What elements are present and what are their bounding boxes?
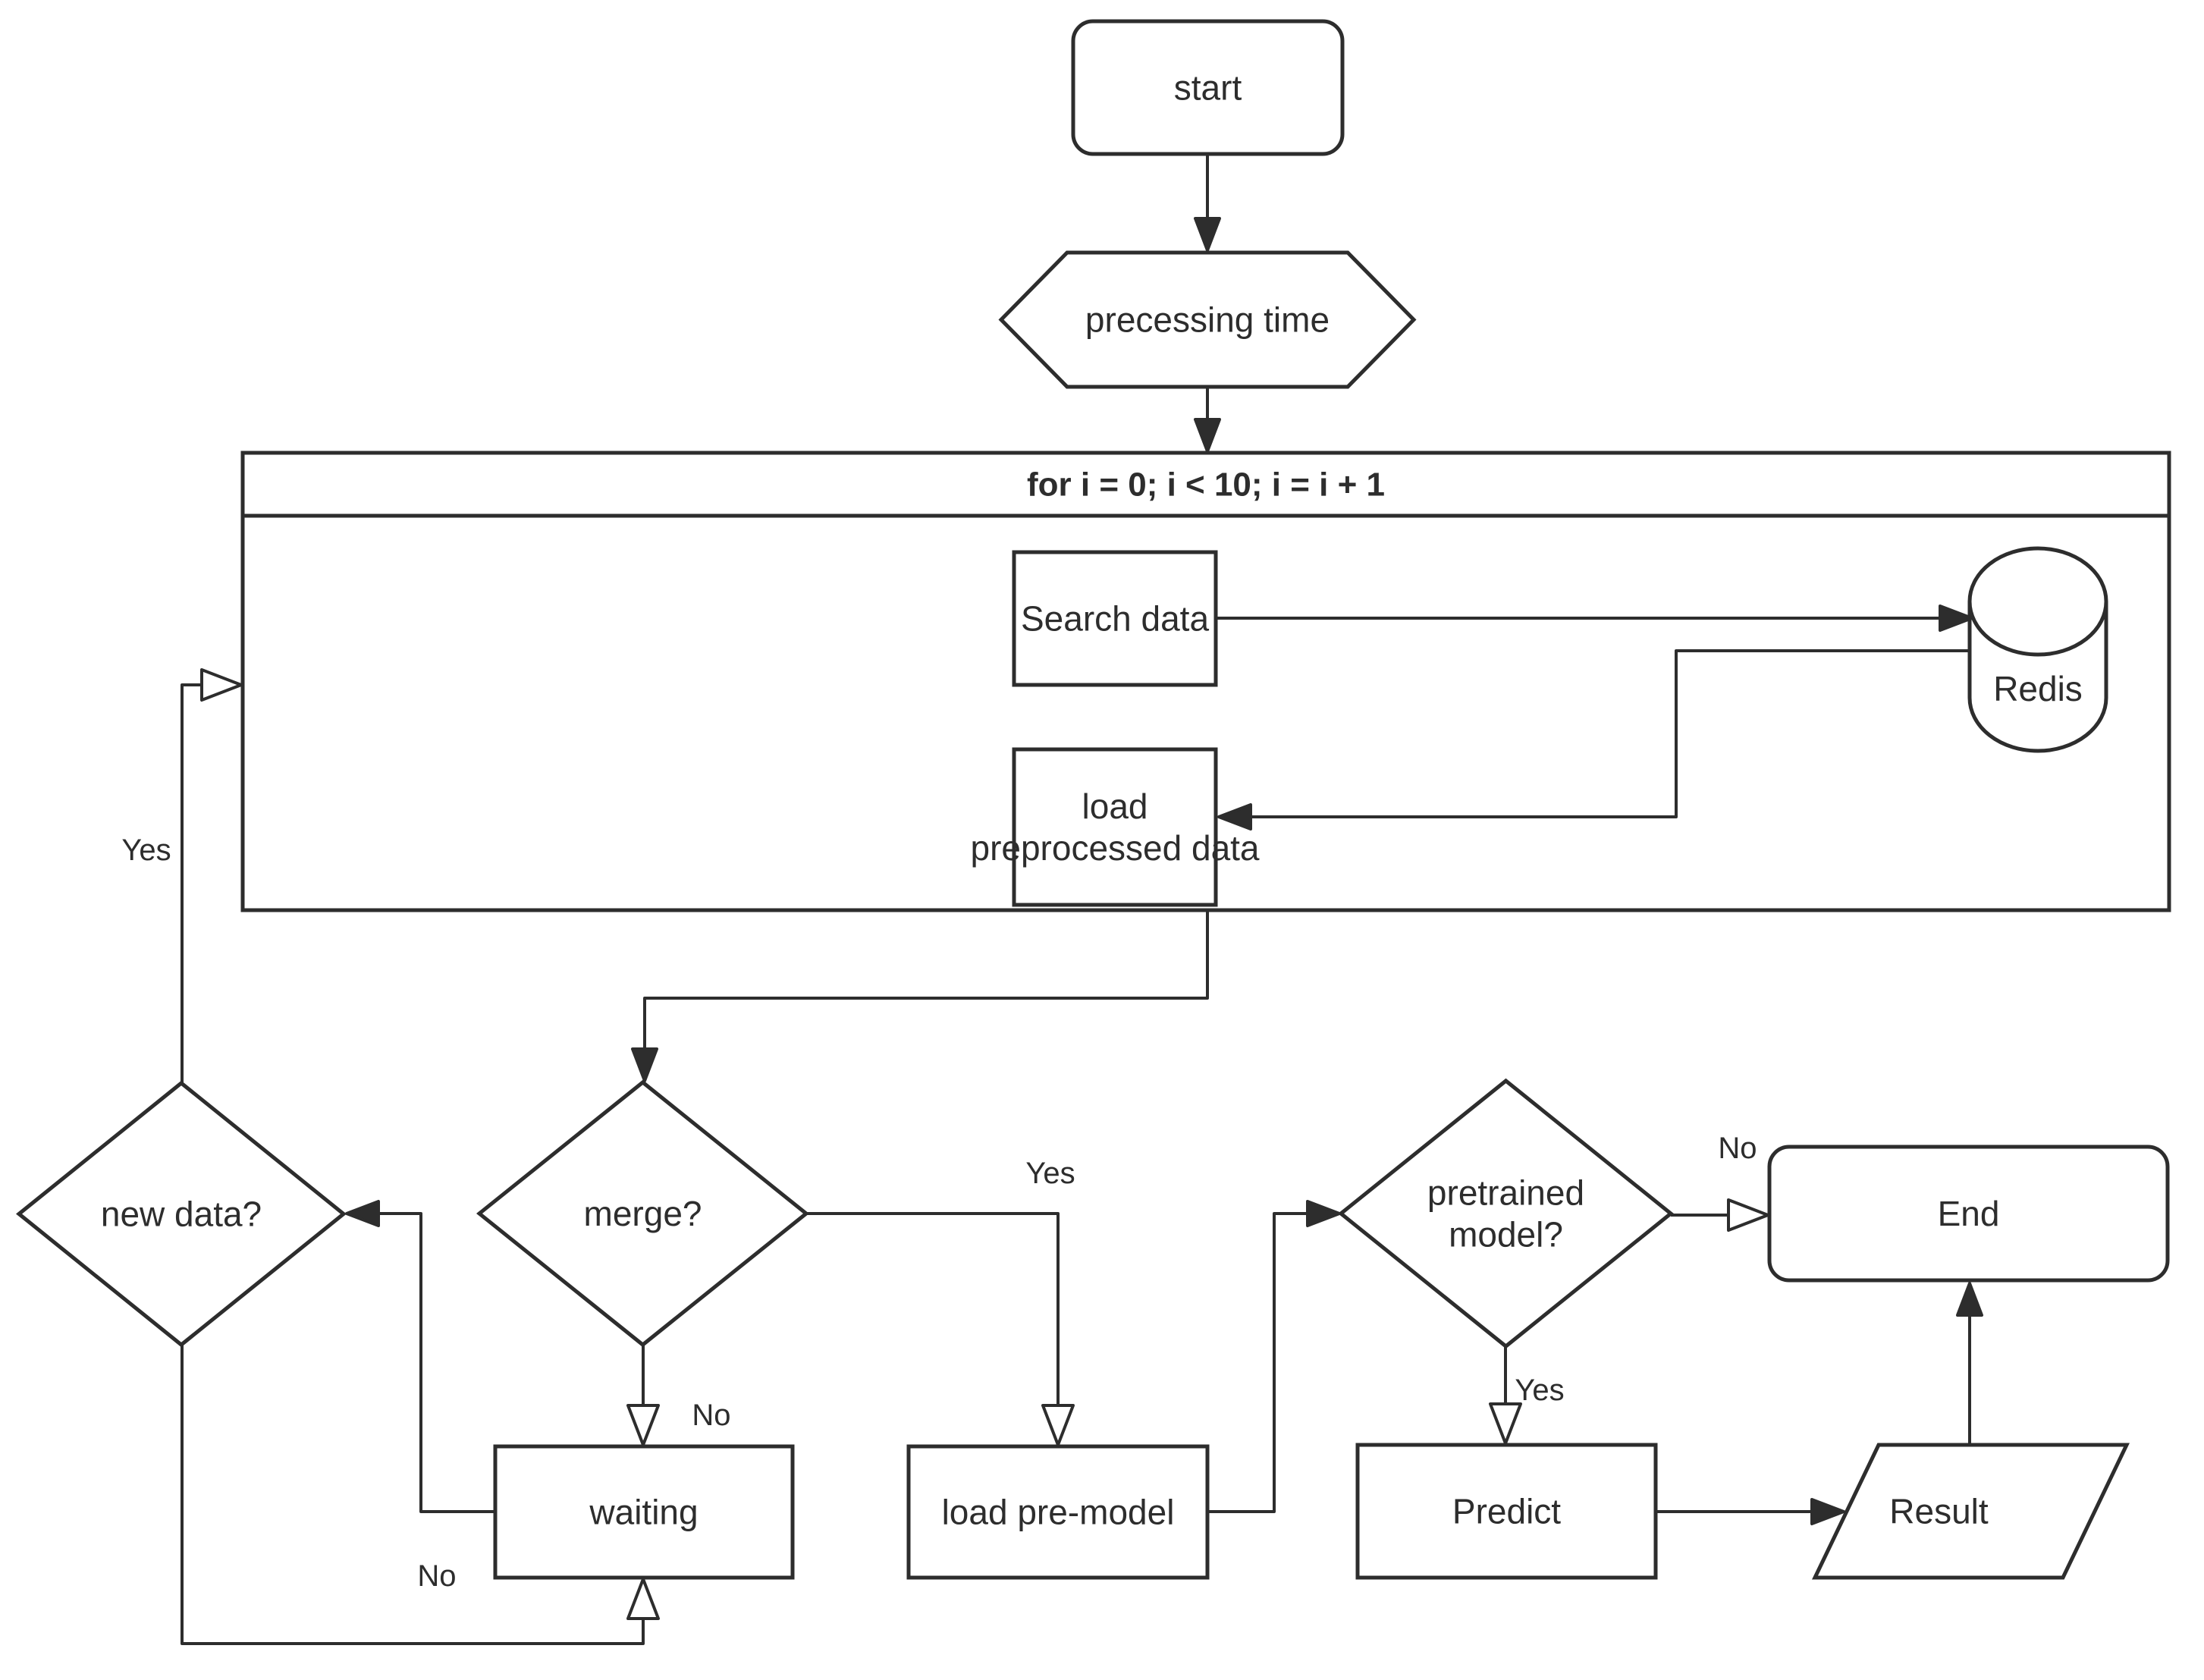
svg-text:load pre-model: load pre-model: [942, 1493, 1175, 1532]
solid-arrowhead-icon: [345, 1200, 380, 1227]
node-label: model?: [1449, 1215, 1563, 1255]
edge-preprocessing-to-loop: [1194, 387, 1221, 453]
svg-text:merge?: merge?: [584, 1194, 702, 1233]
svg-text:waiting: waiting: [589, 1493, 698, 1532]
edge-predict-to-result: [1656, 1498, 1845, 1525]
node-label: waiting: [589, 1493, 698, 1532]
edge-new-data-yes-to-loop: Yes: [121, 668, 243, 1083]
open-arrowhead-icon: [1489, 1402, 1522, 1445]
node-label: pretrained: [1427, 1173, 1584, 1212]
node-label: Predict: [1452, 1492, 1561, 1531]
node-label: merge?: [584, 1194, 702, 1233]
new-data-decision: new data?: [16, 1080, 347, 1348]
load-pre-model-node: load pre-model: [906, 1444, 1210, 1580]
open-arrowhead-icon: [1041, 1404, 1075, 1446]
solid-arrowhead-icon: [1810, 1498, 1845, 1525]
node-label: load: [1082, 787, 1148, 826]
waiting-node: waiting: [493, 1444, 795, 1580]
edge-pretrained-no-to-end: No: [1671, 1132, 1769, 1232]
node-label: Redis: [1993, 669, 2083, 708]
node-label: End: [1938, 1194, 2000, 1233]
edge-label: Yes: [1515, 1374, 1564, 1407]
svg-text:for i = 0; i < 10; i = i + 1: for i = 0; i < 10; i = i + 1: [1027, 466, 1385, 503]
solid-arrowhead-icon: [1956, 1282, 1983, 1317]
end-node: End: [1767, 1145, 2170, 1283]
solid-arrowhead-icon: [1306, 1200, 1341, 1227]
svg-text:End: End: [1938, 1194, 2000, 1233]
edge-label: No: [1718, 1132, 1757, 1165]
svg-text:Predict: Predict: [1452, 1492, 1561, 1531]
result-node: Result: [1812, 1443, 2130, 1580]
predict-node: Predict: [1355, 1443, 1658, 1580]
redis-database-node: Redis: [1967, 546, 2108, 753]
edge-load-pre-model-to-pretrained: [1207, 1200, 1341, 1513]
for-loop-container: for i = 0; i < 10; i = i + 1: [240, 451, 2171, 912]
edge-label: No: [692, 1399, 730, 1432]
start-node: start: [1071, 19, 1345, 156]
edge-label: No: [417, 1559, 456, 1593]
open-arrowhead-icon: [200, 668, 243, 702]
open-arrowhead-icon: [626, 1404, 660, 1446]
edge-search-to-redis: [1216, 604, 1973, 632]
svg-text:precessing time: precessing time: [1085, 300, 1330, 340]
node-label: for i = 0; i < 10; i = i + 1: [1027, 466, 1385, 503]
svg-text:start: start: [1174, 68, 1242, 108]
open-arrowhead-icon: [626, 1578, 660, 1620]
open-arrowhead-icon: [1727, 1198, 1769, 1232]
edge-merge-yes-to-load-pre-model: Yes: [806, 1157, 1075, 1446]
node-label: Search data: [1021, 599, 1209, 639]
svg-text:Redis: Redis: [1993, 669, 2083, 708]
merge-decision: merge?: [476, 1079, 809, 1348]
node-label: new data?: [101, 1195, 262, 1234]
node-label: precessing time: [1085, 300, 1330, 340]
solid-arrowhead-icon: [1217, 803, 1252, 831]
edge-merge-no-to-waiting: No: [626, 1345, 731, 1446]
svg-text:Search data: Search data: [1021, 599, 1209, 639]
search-data-node: Search data: [1012, 550, 1218, 687]
edge-start-to-preprocessing: [1194, 154, 1221, 252]
edge-new-data-no-to-waiting: No: [181, 1345, 660, 1645]
edge-result-to-end: [1956, 1282, 1983, 1445]
solid-arrowhead-icon: [1194, 418, 1221, 453]
preprocessing-time-node: precessing time: [998, 250, 1417, 389]
edge-pretrained-yes-to-predict: Yes: [1489, 1346, 1565, 1445]
node-label: start: [1174, 68, 1242, 108]
solid-arrowhead-icon: [631, 1047, 658, 1082]
edge-label: Yes: [121, 834, 171, 867]
edge-loop-to-merge: [631, 910, 1209, 1082]
node-label: preprocessed data: [970, 828, 1259, 868]
svg-text:Result: Result: [1889, 1492, 1989, 1531]
edge-redis-to-load-preprocessed: [1217, 649, 1970, 831]
svg-text:new data?: new data?: [101, 1195, 262, 1234]
node-label: load pre-model: [942, 1493, 1175, 1532]
node-label: Result: [1889, 1492, 1989, 1531]
edge-label: Yes: [1025, 1157, 1075, 1190]
edge-waiting-to-new-data: [345, 1200, 495, 1513]
solid-arrowhead-icon: [1939, 604, 1973, 632]
solid-arrowhead-icon: [1194, 217, 1221, 252]
